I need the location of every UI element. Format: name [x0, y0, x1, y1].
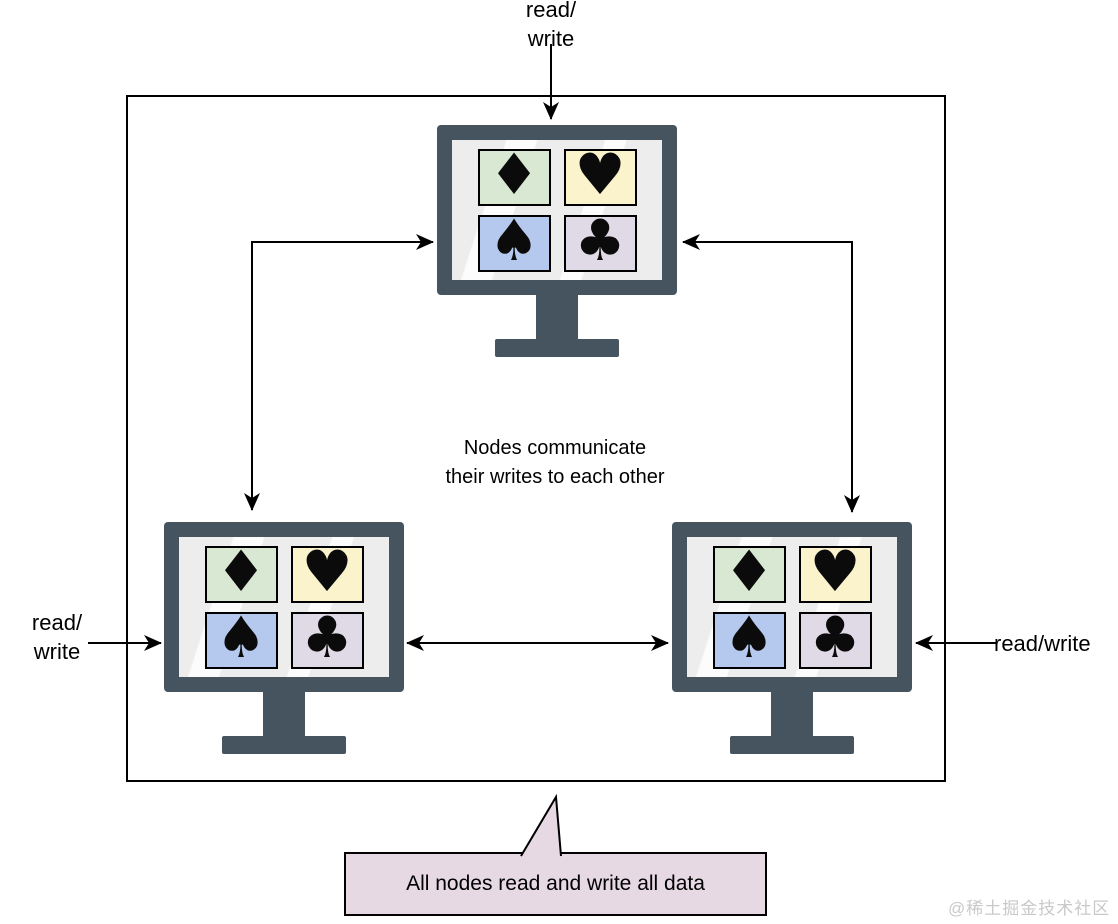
- caption-line2: their writes to each other: [445, 466, 665, 488]
- left-readwrite-label: read/write: [14, 608, 100, 666]
- monitor-frame: ♦ ♥ ♠ ♣: [164, 522, 404, 692]
- card-spade: ♠: [477, 214, 551, 272]
- right-readwrite-label: read/write: [994, 631, 1091, 656]
- monitor-stand-base: [222, 736, 346, 754]
- club-icon: ♣: [809, 611, 861, 669]
- watermark-text: @稀土掘金技术社区: [948, 899, 1111, 918]
- card-club: ♣: [798, 611, 872, 669]
- heart-icon: ♥: [301, 545, 353, 603]
- annotation-bubble-text: All nodes read and write all data: [406, 872, 705, 895]
- left-readwrite-line2: write: [33, 639, 81, 664]
- diamond-icon: ♦: [215, 545, 267, 603]
- replica-node-left: ♦ ♥ ♠ ♣: [164, 522, 404, 754]
- card-heart: ♥: [798, 545, 872, 603]
- bubble-tail: [520, 793, 562, 857]
- monitor-screen: ♦ ♥ ♠ ♣: [687, 537, 897, 677]
- top-readwrite-line1: read/: [525, 0, 577, 22]
- card-club: ♣: [290, 611, 364, 669]
- card-heart: ♥: [563, 148, 637, 206]
- card-heart: ♥: [290, 545, 364, 603]
- heart-icon: ♥: [574, 148, 626, 206]
- center-caption: Nodes communicate their writes to each ot…: [355, 434, 755, 492]
- diamond-icon: ♦: [488, 148, 540, 206]
- monitor-screen: ♦ ♥ ♠ ♣: [452, 140, 662, 280]
- left-readwrite-line1: read/: [31, 610, 83, 635]
- monitor-stand-base: [730, 736, 854, 754]
- replica-node-top: ♦ ♥ ♠ ♣: [437, 125, 677, 357]
- monitor-frame: ♦ ♥ ♠ ♣: [672, 522, 912, 692]
- system-boundary-box: [126, 95, 946, 782]
- top-readwrite-line2: write: [527, 26, 575, 51]
- monitor-stand-neck: [536, 295, 578, 339]
- annotation-bubble: All nodes read and write all data: [344, 852, 767, 916]
- card-diamond: ♦: [204, 545, 278, 603]
- monitor-stand-neck: [771, 692, 813, 736]
- caption-line1: Nodes communicate: [463, 437, 647, 459]
- top-readwrite-label: read/write: [496, 0, 606, 53]
- card-club: ♣: [563, 214, 637, 272]
- monitor-screen: ♦ ♥ ♠ ♣: [179, 537, 389, 677]
- monitor-stand-base: [495, 339, 619, 357]
- replica-node-right: ♦ ♥ ♠ ♣: [672, 522, 912, 754]
- club-icon: ♣: [574, 214, 626, 272]
- spade-icon: ♠: [723, 611, 775, 669]
- card-diamond: ♦: [477, 148, 551, 206]
- monitor-frame: ♦ ♥ ♠ ♣: [437, 125, 677, 295]
- heart-icon: ♥: [809, 545, 861, 603]
- spade-icon: ♠: [488, 214, 540, 272]
- spade-icon: ♠: [215, 611, 267, 669]
- card-spade: ♠: [712, 611, 786, 669]
- club-icon: ♣: [301, 611, 353, 669]
- diamond-icon: ♦: [723, 545, 775, 603]
- card-diamond: ♦: [712, 545, 786, 603]
- monitor-stand-neck: [263, 692, 305, 736]
- card-spade: ♠: [204, 611, 278, 669]
